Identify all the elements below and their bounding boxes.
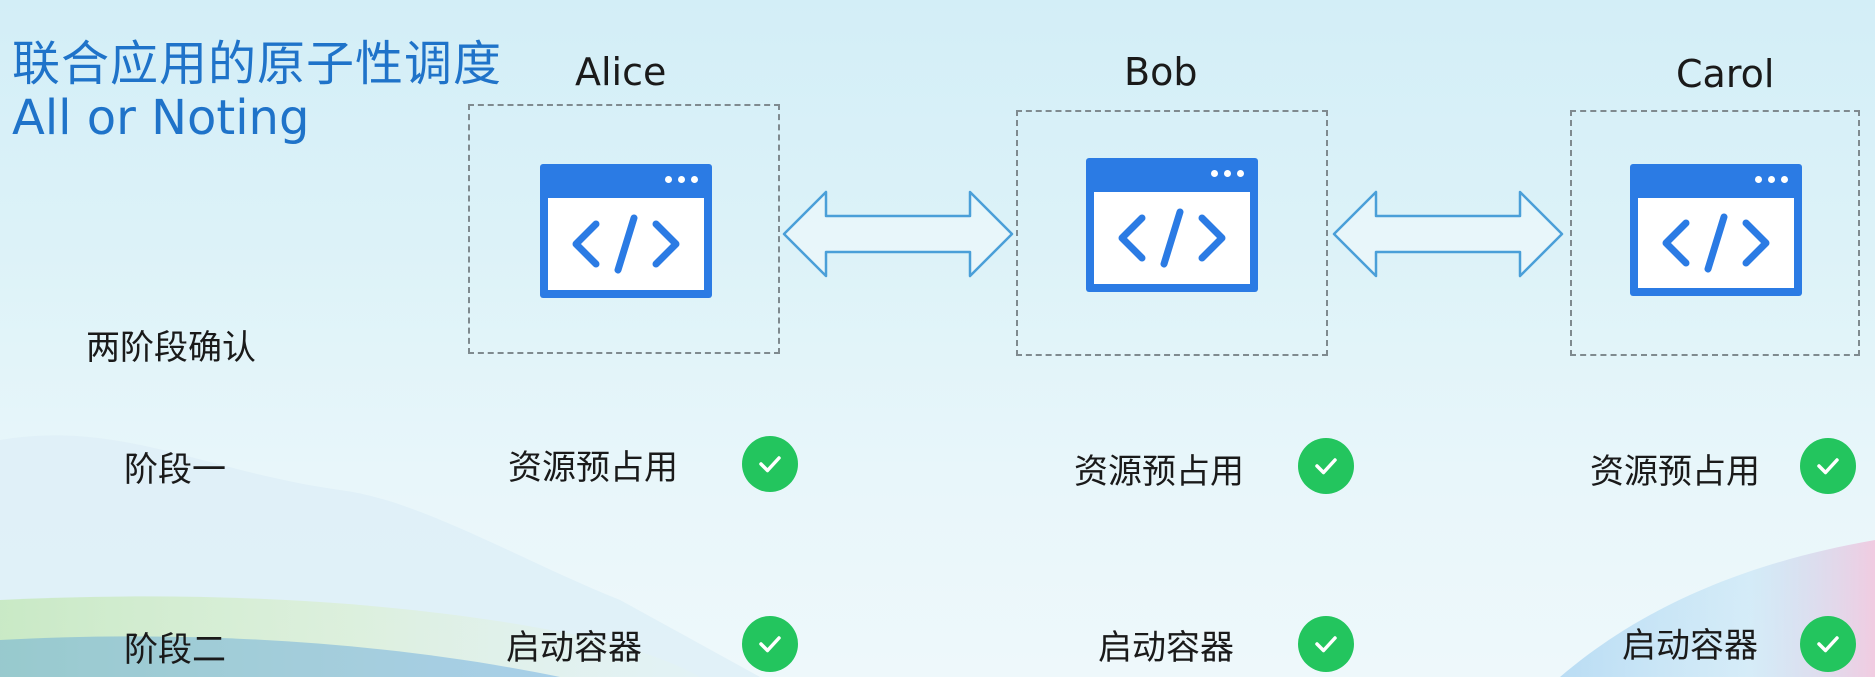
check-icon xyxy=(742,436,798,492)
node-box-carol xyxy=(1570,110,1860,356)
check-icon xyxy=(1298,438,1354,494)
check-icon xyxy=(1298,616,1354,672)
check-icon xyxy=(1800,616,1856,672)
code-window-icon xyxy=(1086,158,1258,292)
page-subtitle: All or Noting xyxy=(12,90,310,146)
node-label-bob: Bob xyxy=(1124,50,1198,94)
node-box-bob xyxy=(1016,110,1328,356)
code-window-icon xyxy=(1630,164,1802,296)
page-title: 联合应用的原子性调度 xyxy=(12,36,503,92)
node-box-alice xyxy=(468,104,780,354)
status-bob-stage-one: 资源预占用 xyxy=(1074,452,1244,492)
double-arrow-icon xyxy=(1332,190,1564,278)
node-label-alice: Alice xyxy=(575,50,667,94)
status-bob-stage-two: 启动容器 xyxy=(1098,628,1234,668)
code-window-icon xyxy=(540,164,712,298)
status-alice-stage-two: 启动容器 xyxy=(506,628,642,668)
status-carol-stage-two: 启动容器 xyxy=(1622,626,1758,666)
double-arrow-icon xyxy=(782,190,1014,278)
check-icon xyxy=(1800,438,1856,494)
stage-two-label: 阶段二 xyxy=(124,630,226,670)
two-phase-label: 两阶段确认 xyxy=(86,328,256,368)
status-alice-stage-one: 资源预占用 xyxy=(508,448,678,488)
check-icon xyxy=(742,616,798,672)
node-label-carol: Carol xyxy=(1676,52,1775,96)
stage-one-label: 阶段一 xyxy=(124,450,226,490)
status-carol-stage-one: 资源预占用 xyxy=(1590,452,1760,492)
